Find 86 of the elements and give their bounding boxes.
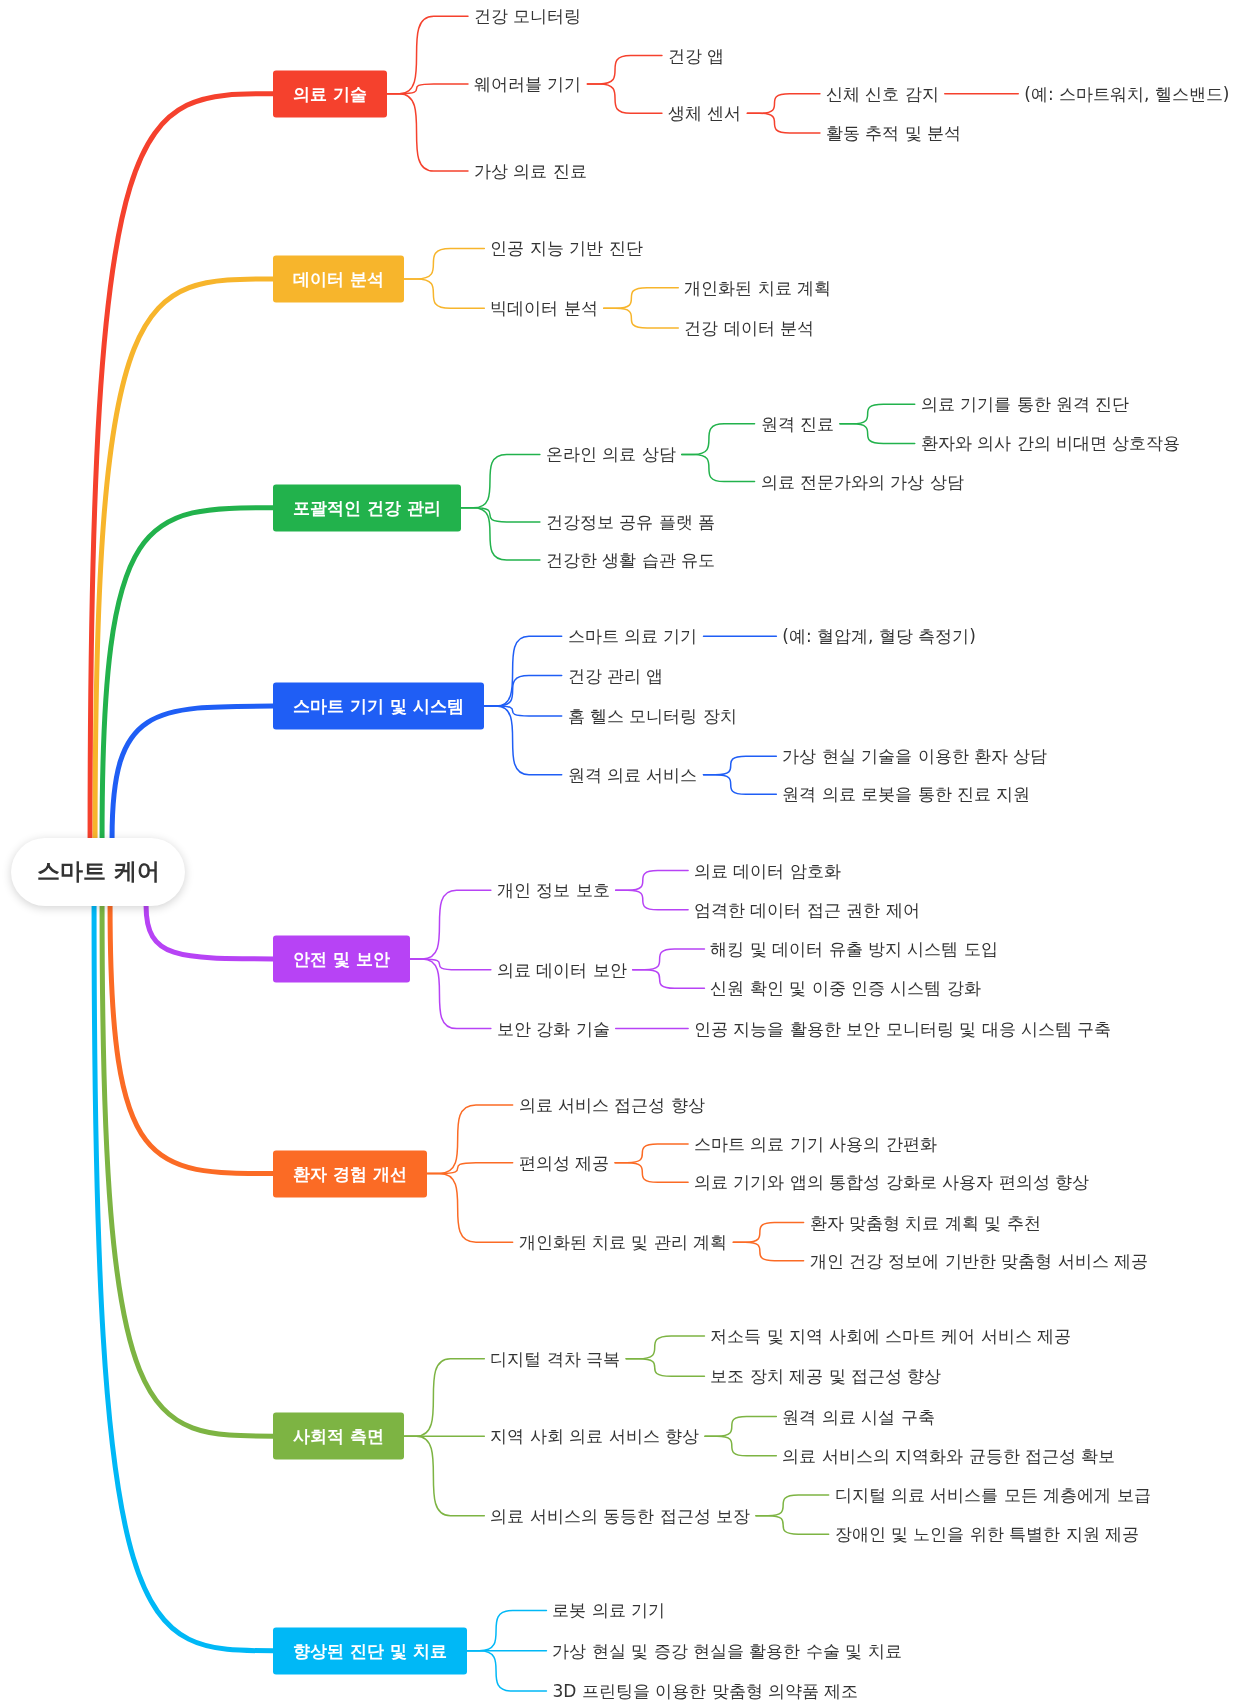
- subtopic-text: (예: 스마트워치, 헬스밴드): [1018, 80, 1236, 108]
- subtopic-text: 원격 의료 시설 구축: [776, 1403, 941, 1430]
- subtopic-text: 의료 전문가와의 가상 상담: [754, 468, 970, 496]
- branch-topic: 환자 경험 개선: [273, 1150, 428, 1198]
- branch-line: [732, 1241, 805, 1262]
- subtopic-text: 인공 지능을 활용한 보안 모니터링 및 대응 시스템 구축: [688, 1015, 1118, 1043]
- branch-line: [702, 773, 778, 796]
- subtopic-text: 디지털 의료 서비스를 모든 계층에게 보급: [828, 1481, 1157, 1509]
- branch-line: [614, 1027, 689, 1030]
- subtopic-text: 인공 지능 기반 진단: [484, 234, 649, 262]
- subtopic-text: 의료 서비스의 지역화와 균등한 접근성 확보: [776, 1442, 1122, 1470]
- subtopic-text: 원격 의료 로봇을 통한 진료 지원: [776, 780, 1037, 808]
- branch-topic: 데이터 분석: [273, 255, 405, 303]
- branch-topic: 안전 및 보안: [273, 935, 411, 983]
- subtopic-text: 빅데이터 분석: [484, 294, 604, 322]
- subtopic-text: 환자와 의사 간의 비대면 상호작용: [914, 429, 1187, 457]
- subtopic-text: 개인 정보 보호: [490, 876, 616, 904]
- branch-topic: 사회적 측면: [273, 1412, 405, 1460]
- branch-line: [403, 278, 486, 310]
- branch-line: [409, 958, 492, 1030]
- branch-line: [702, 635, 778, 638]
- subtopic-text: 원격 진료: [754, 410, 840, 438]
- subtopic-text: 스마트 의료 기기: [561, 622, 704, 650]
- branch-line: [426, 1172, 514, 1243]
- branch-line: [614, 1161, 689, 1183]
- subtopic-text: 건강 모니터링: [468, 2, 588, 30]
- subtopic-text: 생체 센서: [661, 99, 748, 127]
- subtopic-text: 원격 의료 서비스: [561, 761, 704, 789]
- subtopic-text: 지역 사회 의료 서비스 향상: [484, 1422, 705, 1450]
- branch-line: [944, 92, 1019, 95]
- branch-line: [680, 453, 756, 483]
- branch-line: [839, 423, 916, 445]
- subtopic-text: 의료 기기를 통한 원격 진단: [914, 390, 1136, 418]
- subtopic-text: 로봇 의료 기기: [546, 1596, 672, 1624]
- branch-line: [466, 1650, 548, 1692]
- subtopic-text: 홈 헬스 모니터링 장치: [561, 702, 743, 730]
- subtopic-text: 장애인 및 노인을 위한 특별한 지원 제공: [828, 1520, 1146, 1548]
- subtopic-text: 저소득 및 지역 사회에 스마트 케어 서비스 제공: [704, 1322, 1078, 1350]
- root-topic: 스마트 케어: [11, 837, 186, 906]
- subtopic-text: (예: 혈압계, 혈당 측정기): [776, 622, 982, 650]
- subtopic-text: 신원 확인 및 이중 인증 시스템 강화: [704, 974, 987, 1002]
- subtopic-text: 가상 의료 진료: [468, 157, 593, 185]
- subtopic-text: 환자 맞춤형 치료 계획 및 추천: [803, 1209, 1047, 1237]
- branch-line: [403, 1435, 486, 1517]
- branch-topic: 향상된 진단 및 치료: [273, 1627, 468, 1675]
- subtopic-text: 온라인 의료 상담: [539, 440, 682, 468]
- subtopic-text: 건강정보 공유 플랫 폼: [539, 508, 722, 536]
- branch-line: [625, 1358, 706, 1377]
- branch-line: [704, 1435, 778, 1457]
- branch-topic: 의료 기술: [273, 70, 388, 118]
- subtopic-text: 웨어러블 기기: [468, 70, 588, 98]
- subtopic-text: 3D 프린팅을 이용한 맞춤형 의약품 제조: [546, 1677, 865, 1705]
- subtopic-text: 개인화된 치료 및 관리 계획: [512, 1228, 734, 1256]
- branch-line: [746, 112, 821, 134]
- branch-line: [631, 969, 706, 990]
- branch-line: [614, 889, 689, 911]
- subtopic-text: 의료 데이터 암호화: [688, 857, 847, 885]
- subtopic-text: 해킹 및 데이터 유출 방지 시스템 도입: [704, 935, 1004, 963]
- subtopic-text: 건강 데이터 분석: [678, 314, 821, 342]
- subtopic-text: 가상 현실 및 증강 현실을 활용한 수술 및 치료: [546, 1637, 908, 1665]
- branch-line: [483, 705, 563, 776]
- branch-line: [755, 1514, 830, 1535]
- subtopic-text: 의료 기기와 앱의 통합성 강화로 사용자 편의성 향상: [688, 1168, 1095, 1196]
- branch-line: [460, 507, 541, 561]
- branch-line: [386, 92, 469, 172]
- branch-line: [586, 83, 663, 115]
- subtopic-text: 개인 건강 정보에 기반한 맞춤형 서비스 제공: [803, 1247, 1155, 1275]
- subtopic-text: 건강한 생활 습관 유도: [539, 546, 722, 574]
- branch-topic: 포괄적인 건강 관리: [273, 484, 462, 532]
- subtopic-text: 건강 관리 앱: [561, 662, 670, 690]
- subtopic-text: 디지털 격차 극복: [484, 1345, 627, 1373]
- branch-line: [603, 307, 680, 329]
- subtopic-text: 가상 현실 기술을 이용한 환자 상담: [776, 742, 1054, 770]
- branch-topic: 스마트 기기 및 시스템: [273, 682, 485, 730]
- subtopic-text: 보안 강화 기술: [490, 1015, 616, 1043]
- subtopic-text: 엄격한 데이터 접근 권한 제어: [688, 896, 926, 924]
- subtopic-text: 의료 서비스 접근성 향상: [512, 1091, 711, 1119]
- subtopic-text: 의료 서비스의 동등한 접근성 보장: [484, 1502, 756, 1530]
- subtopic-text: 활동 추적 및 분석: [819, 119, 968, 147]
- subtopic-text: 건강 앱: [661, 42, 731, 70]
- subtopic-text: 보조 장치 제공 및 접근성 향상: [704, 1362, 948, 1390]
- subtopic-text: 의료 데이터 보안: [490, 956, 633, 984]
- subtopic-text: 편의성 제공: [512, 1149, 616, 1177]
- subtopic-text: 개인화된 치료 계획: [678, 274, 838, 302]
- subtopic-text: 스마트 의료 기기 사용의 간편화: [688, 1130, 943, 1158]
- subtopic-text: 신체 신호 감지: [819, 80, 945, 108]
